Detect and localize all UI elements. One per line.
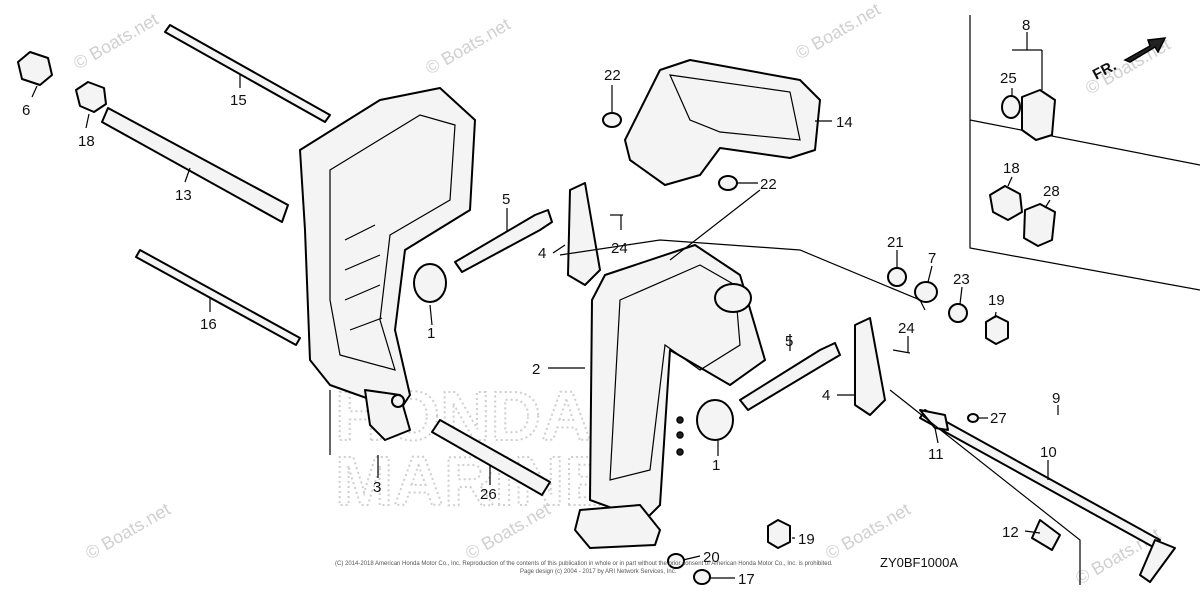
watermark-text: © Boats.net — [822, 499, 914, 563]
callout-22: 22 — [760, 176, 777, 193]
callout-18: 18 — [1003, 160, 1020, 177]
callout-1: 1 — [427, 325, 435, 342]
callout-21: 21 — [887, 234, 904, 251]
callout-11: 11 — [928, 446, 944, 463]
callout-24: 24 — [611, 240, 628, 257]
callout-14: 14 — [836, 114, 853, 131]
callout-17: 17 — [738, 571, 755, 588]
callout-6: 6 — [22, 102, 30, 119]
watermark-text: © Boats.net — [82, 499, 174, 563]
callout-20: 20 — [703, 549, 720, 566]
inset-box — [969, 15, 1200, 291]
nuts — [17, 51, 1056, 549]
rods — [101, 24, 1176, 583]
callout-22: 22 — [604, 67, 621, 84]
part-14-bracket — [624, 59, 821, 186]
watermark-text: © Boats.net — [422, 14, 514, 78]
callout-18: 18 — [78, 133, 95, 150]
copyright-line-2: Page design (c) 2004 - 2017 by ARI Netwo… — [520, 569, 677, 575]
stern-bracket-right — [574, 244, 766, 549]
callout-10: 10 — [1040, 444, 1057, 461]
copyright-line-1: (C) 2014-2018 American Honda Motor Co., … — [335, 561, 833, 567]
callout-3: 3 — [373, 479, 381, 496]
washers — [413, 95, 1061, 585]
callout-9: 9 — [1052, 390, 1060, 407]
callout-2: 2 — [532, 361, 540, 378]
callout-23: 23 — [953, 271, 970, 288]
watermark-text: © Boats.net — [70, 9, 162, 73]
callout-7: 7 — [928, 250, 936, 267]
callout-labels: 6 18 15 13 16 22 22 14 5 4 24 1 2 3 26 1… — [22, 17, 1060, 588]
bolts-and-links — [454, 182, 911, 416]
leader-lines — [31, 32, 1081, 585]
callout-5: 5 — [502, 191, 510, 208]
callout-5: 5 — [785, 333, 793, 350]
callout-28: 28 — [1043, 183, 1060, 200]
diagram-code: ZY0BF1000A — [880, 555, 958, 570]
callout-4: 4 — [538, 245, 546, 262]
callout-26: 26 — [480, 486, 497, 503]
stern-bracket-left — [299, 87, 476, 441]
callout-19: 19 — [988, 292, 1005, 309]
watermark-text: © Boats.net — [792, 0, 884, 63]
callout-8: 8 — [1022, 17, 1030, 34]
callout-16: 16 — [200, 316, 217, 333]
callout-25: 25 — [1000, 70, 1017, 87]
callout-27: 27 — [990, 410, 1007, 427]
callout-4: 4 — [822, 387, 830, 404]
callout-13: 13 — [175, 187, 192, 204]
callout-1: 1 — [712, 457, 720, 474]
callout-24: 24 — [898, 320, 915, 337]
callout-19: 19 — [798, 531, 815, 548]
callout-15: 15 — [230, 92, 247, 109]
callout-12: 12 — [1002, 524, 1019, 541]
